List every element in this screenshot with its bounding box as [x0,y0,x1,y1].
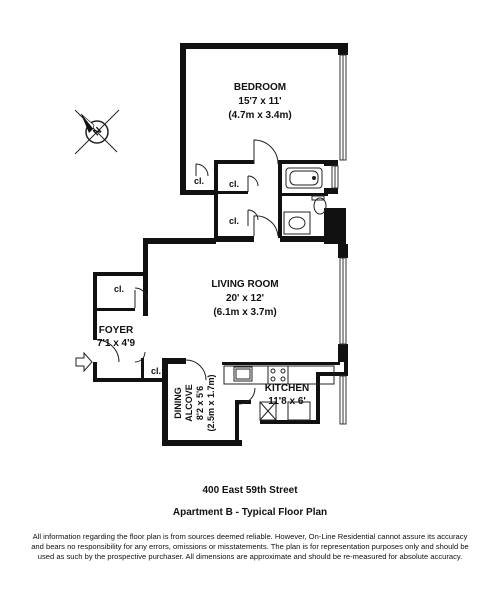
wall [280,236,338,242]
dining-alcove-dimensions-m: (2.5m x 1.7m) [206,374,216,431]
walls [93,43,348,446]
wall [214,191,248,194]
wall [235,400,239,446]
door-foyer-closet [134,287,148,308]
wall [143,238,148,316]
bath-fixtures [283,167,327,235]
wall [162,358,186,364]
door-dining [185,359,207,381]
wall [180,190,216,195]
wall [93,272,97,340]
dining-alcove-label-2: ALCOVE [184,384,194,422]
entry-arrow-icon [75,351,93,373]
foyer-closet-lower-label: cl. [151,366,161,376]
floor-plan: N [74,43,348,446]
wall [260,420,320,424]
foyer-label: FOYER [99,325,134,336]
living-room-dimensions-m: (6.1m x 3.7m) [213,307,276,318]
wall [316,372,348,376]
door-bath [253,215,279,237]
wall [278,193,328,196]
door-bedroom-closet [195,163,209,177]
disclaimer-text: All information regarding the floor plan… [31,532,469,562]
wall [338,244,348,258]
door-entry [96,339,120,363]
bedroom-dimensions-ft: 15'7 x 11' [238,96,281,107]
wall [180,43,186,195]
dishwasher-icon [259,401,277,421]
address-title: 400 East 59th Street [202,485,298,496]
wall [214,236,254,242]
wall [278,164,282,238]
wall [143,238,216,244]
door-foyer-closet-lower [134,351,146,363]
toilet-icon [313,197,327,215]
doors [96,139,279,405]
bedroom-label: BEDROOM [234,82,286,93]
plan-title: Apartment B - Typical Floor Plan [172,507,328,518]
wall [162,440,242,446]
wall [93,362,97,382]
north-compass-icon: N [74,109,120,155]
bedroom-closet-label: cl. [194,176,204,186]
kitchen-sink-icon [233,366,253,382]
kitchen-dimensions-ft: 11'8 x 6' [268,396,306,407]
living-room-label: LIVING ROOM [211,279,278,290]
refrigerator-icon [287,401,311,421]
wall [162,358,168,446]
wall [338,344,348,362]
dining-alcove-label-1: DINING [173,387,183,419]
kitchen-label: KITCHEN [265,383,309,394]
wall [316,376,320,424]
wall [344,362,348,376]
sink-icon [283,211,311,235]
dining-alcove-dimensions-ft: 8'2 x 5'6 [195,386,205,420]
wall [324,160,338,166]
door-bedroom [253,139,279,165]
wall [222,362,340,365]
hall-closet-upper-label: cl. [229,179,239,189]
foyer-closet-upper-label: cl. [114,284,124,294]
door-kitchen [238,387,256,405]
door-hall-closet-upper [247,175,259,192]
stove-icon [267,365,289,385]
wall [278,160,338,164]
wall [93,272,148,276]
foyer-dimensions-ft: 7'1 x 4'9 [97,338,136,349]
wall [93,308,135,311]
wall [338,43,348,55]
wall [214,160,218,242]
wall [141,358,144,382]
bathtub-icon [285,167,323,189]
windows [331,54,347,425]
wall [324,208,346,244]
wall [214,160,254,164]
wall [180,43,344,49]
wall [235,400,251,404]
bedroom-dimensions-m: (4.7m x 3.4m) [228,110,291,121]
living-room-dimensions-ft: 20' x 12' [226,293,264,304]
kitchen-fixtures [223,365,335,421]
hall-closet-lower-label: cl. [229,216,239,226]
door-hall-closet-lower [247,209,259,226]
wall [324,188,338,194]
wall [93,378,168,382]
